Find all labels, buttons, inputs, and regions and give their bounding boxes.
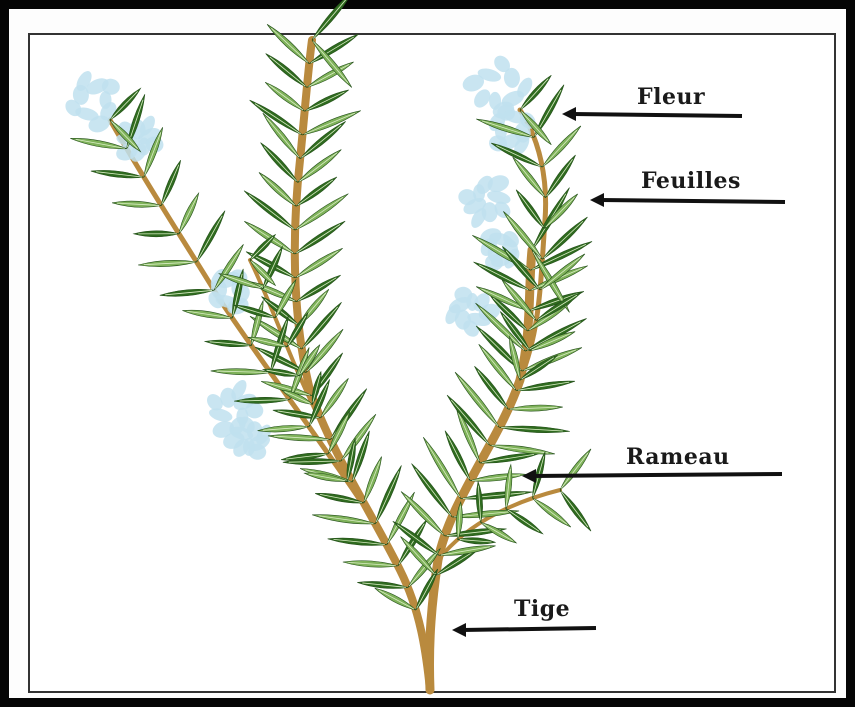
leaf bbox=[194, 209, 228, 263]
leaf bbox=[176, 192, 201, 235]
leaf bbox=[503, 464, 514, 509]
leaf bbox=[361, 456, 384, 504]
leaf bbox=[516, 378, 576, 393]
arrow-flower bbox=[560, 104, 745, 124]
label-stem: Tige bbox=[514, 596, 570, 622]
leaf bbox=[421, 436, 464, 501]
leaf bbox=[134, 231, 179, 237]
leaf bbox=[112, 200, 162, 209]
leaf bbox=[343, 559, 398, 569]
leaf bbox=[458, 536, 496, 545]
arrow-branch bbox=[520, 466, 785, 486]
leaf bbox=[138, 259, 197, 268]
leaf bbox=[327, 536, 387, 548]
flower-cluster bbox=[457, 172, 514, 230]
leaf bbox=[504, 506, 544, 536]
leaf bbox=[310, 0, 354, 42]
leaf bbox=[293, 191, 350, 232]
leaf bbox=[263, 80, 306, 114]
leaf bbox=[304, 327, 346, 374]
leaf bbox=[508, 404, 563, 412]
leaf bbox=[211, 368, 271, 376]
leaf bbox=[540, 124, 583, 169]
leaf bbox=[159, 159, 184, 207]
arrow-leaves bbox=[588, 190, 788, 210]
leaf bbox=[558, 488, 594, 533]
leaf bbox=[357, 579, 408, 590]
leaf bbox=[160, 287, 215, 298]
leaf bbox=[91, 168, 145, 180]
leaf bbox=[300, 300, 344, 351]
arrow-stem bbox=[450, 620, 600, 640]
leaf bbox=[499, 424, 570, 434]
